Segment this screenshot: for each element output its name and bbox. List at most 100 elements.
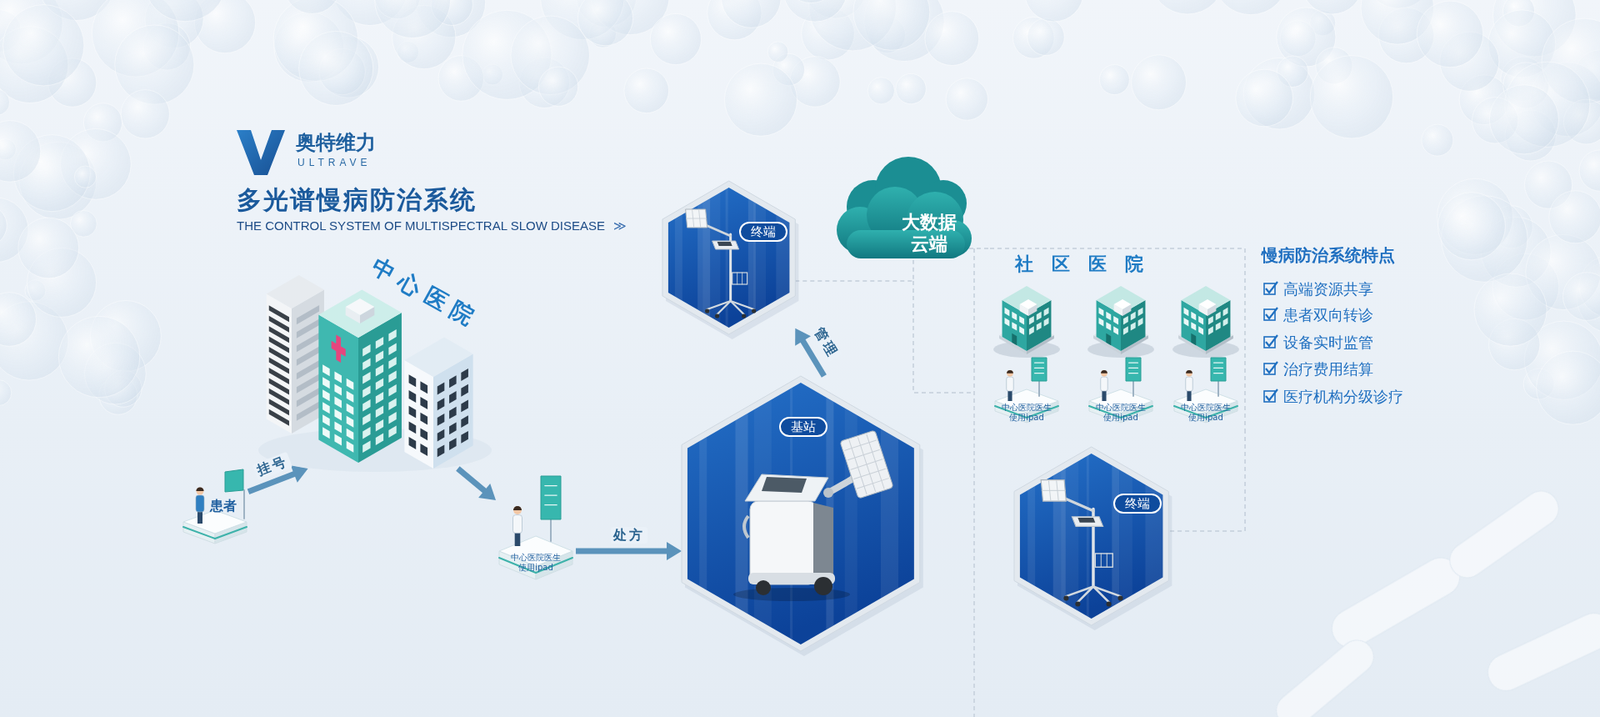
feature-item: 高端资源共享 — [1283, 280, 1374, 299]
bubble-decoration — [0, 0, 1600, 425]
window — [449, 390, 457, 404]
window — [1105, 311, 1111, 320]
bubble — [783, 0, 848, 22]
light-streak — [1027, 446, 1035, 625]
light-streak — [1060, 446, 1079, 625]
light-streak — [675, 180, 683, 335]
bubble — [1027, 18, 1065, 55]
light-streak — [652, 180, 655, 335]
terminal-basket — [732, 272, 748, 285]
bubble — [945, 78, 988, 120]
terminal-leg — [717, 300, 731, 315]
window — [1138, 307, 1144, 316]
window — [1223, 317, 1229, 326]
person-body — [195, 495, 205, 512]
terminal-leg — [730, 300, 745, 315]
window — [375, 391, 384, 404]
bubble — [1150, 0, 1225, 15]
window — [375, 433, 384, 445]
platform-top — [183, 510, 247, 534]
feature-heading: 慢病防治系统特点 — [1261, 245, 1395, 265]
station-caption: 中心医院医生 使用ipad — [510, 552, 561, 573]
device-tag: 基站 — [779, 416, 828, 437]
data-link — [795, 260, 914, 281]
doctor-station: 中心医院医生 使用ipad — [1085, 355, 1156, 426]
sign-stand — [243, 490, 245, 519]
station-caption: 中心医院医生 使用ipad — [1001, 402, 1052, 423]
light-streak — [1086, 446, 1090, 625]
window — [334, 371, 342, 384]
bubble — [1025, 0, 1085, 22]
person-head — [1185, 370, 1193, 377]
diagram-title: 多光谱慢病防治系统 — [236, 185, 477, 215]
bubble — [1489, 85, 1559, 155]
arrow-head — [795, 328, 811, 346]
bubble — [577, 0, 633, 46]
screen-line — [545, 495, 557, 496]
terminal-wheel — [1075, 600, 1080, 606]
terminal-hexagon: 终端 — [662, 180, 795, 335]
window — [375, 419, 384, 431]
bubble — [1131, 55, 1187, 110]
logo-mark — [236, 130, 285, 175]
window — [1123, 315, 1129, 325]
bubble — [0, 89, 10, 115]
window — [437, 397, 445, 410]
window — [362, 358, 370, 370]
bubble — [1235, 69, 1294, 127]
window — [1190, 321, 1196, 330]
machine-joint — [823, 487, 834, 498]
person-head — [1006, 370, 1014, 377]
edge-label: 管理 — [809, 322, 843, 363]
window — [1198, 325, 1204, 335]
screen-line — [1129, 362, 1139, 364]
device-tag: 终端 — [1113, 493, 1162, 514]
link-line — [969, 247, 990, 250]
window — [409, 405, 417, 419]
window — [420, 412, 428, 425]
roof-box — [1114, 299, 1132, 310]
arrow-shaft — [457, 468, 486, 492]
terminal-leg — [1077, 585, 1094, 602]
terminal-device — [1040, 480, 1123, 607]
person-body — [513, 515, 523, 534]
window — [460, 400, 469, 413]
window — [296, 305, 320, 325]
hexagon-panel — [687, 382, 915, 645]
window — [388, 343, 396, 355]
machine-shadow — [733, 587, 850, 601]
person-legs — [197, 510, 203, 524]
bubble — [284, 0, 341, 14]
window — [1138, 317, 1144, 326]
bubble — [1416, 0, 1484, 68]
window — [322, 389, 330, 401]
terminal-keypad — [717, 241, 733, 246]
window — [449, 406, 457, 420]
capsule — [1443, 484, 1566, 585]
window — [362, 344, 370, 356]
bubble — [0, 292, 37, 347]
feature-item: 设备实时监管 — [1283, 333, 1374, 352]
screen-board — [1031, 357, 1047, 381]
window — [1029, 325, 1035, 335]
brand-latin: ULTRAVE — [297, 156, 372, 169]
window — [1011, 321, 1017, 330]
checkbox-icons — [1264, 281, 1278, 402]
doctor-station: 中心医院医生 使用ipad — [991, 355, 1062, 426]
base-station-hexagon: 基站 — [681, 375, 920, 651]
machine-side-panel — [813, 502, 834, 585]
bubble — [721, 0, 782, 28]
window — [375, 405, 384, 418]
bubble — [3, 5, 85, 86]
capsule — [1325, 550, 1467, 655]
screen-line — [545, 504, 557, 505]
roof-box — [1020, 299, 1038, 310]
tower-building — [266, 294, 292, 435]
bubble — [1437, 192, 1505, 260]
bubble — [58, 315, 140, 397]
community-hospital-group: 社区医院中心医院医生 使用ipad中心医院医生 使用ipad中心医院医生 使用i… — [990, 245, 1250, 430]
person-hair — [1100, 370, 1108, 374]
terminal-wheel — [1118, 595, 1124, 600]
